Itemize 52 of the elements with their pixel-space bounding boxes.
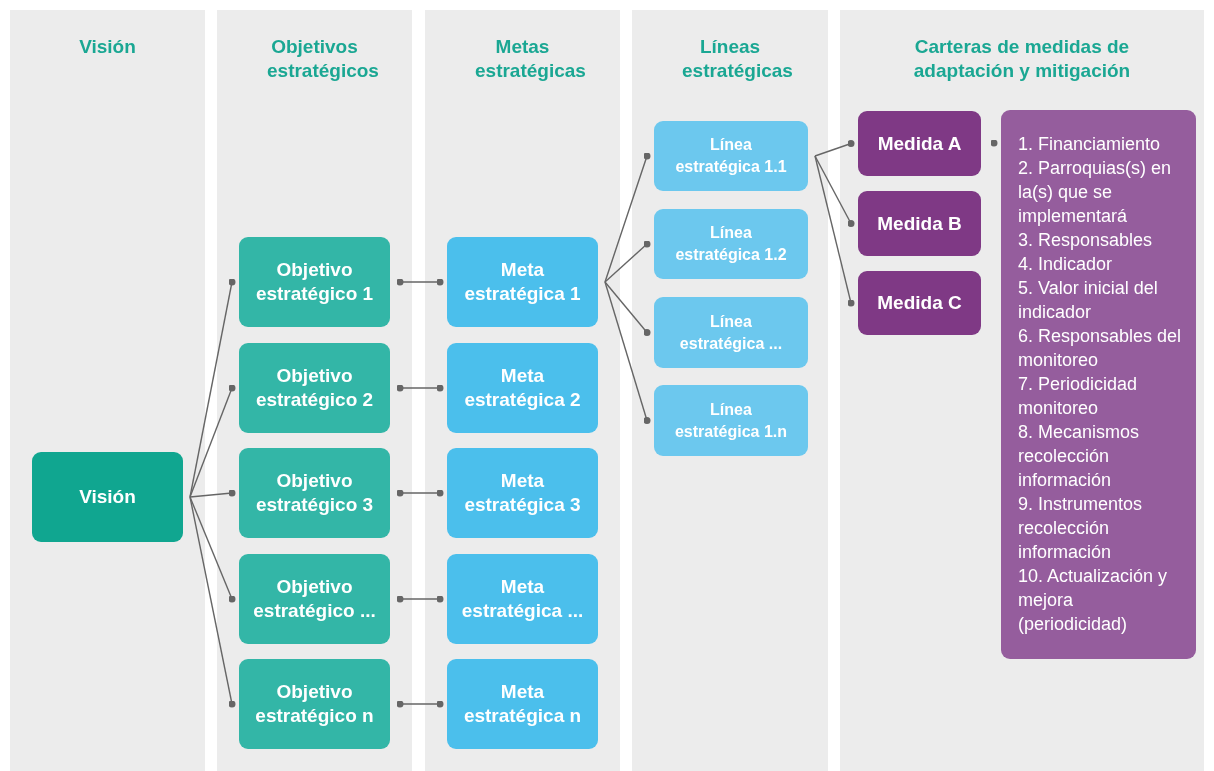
column-heading: Carteras de medidas de adaptación y mitigación bbox=[912, 35, 1132, 83]
column-band bbox=[425, 10, 620, 771]
connector-line bbox=[396, 595, 444, 603]
connector-line bbox=[604, 240, 651, 283]
list-item: 3. Responsables bbox=[1018, 229, 1154, 252]
goal-box: Meta estratégica n bbox=[447, 659, 598, 749]
list-item: 9. Instrumentos recolección información bbox=[1018, 493, 1144, 564]
connector-line bbox=[988, 139, 998, 147]
column-band bbox=[217, 10, 412, 771]
list-item: 7. Periodicidad monitoreo bbox=[1018, 373, 1139, 420]
connector-line bbox=[189, 489, 236, 498]
column-heading: Visión bbox=[78, 35, 137, 59]
connector-line bbox=[604, 281, 651, 336]
objective-box: Objetivo estratégico ... bbox=[239, 554, 390, 644]
connector-line bbox=[814, 155, 855, 307]
connector-line bbox=[396, 700, 444, 708]
measure-box: Medida B bbox=[858, 191, 981, 256]
list-item: 1. Financiamiento bbox=[1018, 133, 1162, 156]
connector-line bbox=[814, 155, 855, 227]
objective-box: Objetivo estratégico n bbox=[239, 659, 390, 749]
vision-box: Visión bbox=[32, 452, 183, 542]
list-item: 6. Responsables del monitoreo bbox=[1018, 325, 1183, 372]
connector-line bbox=[189, 496, 236, 708]
connector-line bbox=[604, 281, 651, 424]
column-band bbox=[632, 10, 828, 771]
connector-line bbox=[814, 140, 855, 157]
measure-box: Medida C bbox=[858, 271, 981, 335]
connector-line bbox=[396, 384, 444, 392]
connector-line bbox=[396, 278, 444, 286]
connector-line bbox=[189, 496, 236, 603]
list-item: 4. Indicador bbox=[1018, 253, 1114, 276]
goal-box: Meta estratégica 1 bbox=[447, 237, 598, 327]
connector-line bbox=[604, 152, 651, 283]
list-item: 2. Parroquias(s) en la(s) que se implementará bbox=[1018, 157, 1173, 228]
column-band bbox=[10, 10, 205, 771]
column-heading: Líneas estratégicas bbox=[681, 35, 794, 83]
column-heading: Objetivos estratégicos bbox=[266, 35, 380, 83]
connector-line bbox=[396, 489, 444, 497]
list-item: 8. Mecanismos recolección información bbox=[1018, 421, 1141, 492]
objective-box: Objetivo estratégico 3 bbox=[239, 448, 390, 538]
goal-box: Meta estratégica ... bbox=[447, 554, 598, 644]
column-heading: Metas estratégicas bbox=[474, 35, 587, 83]
goal-box: Meta estratégica 2 bbox=[447, 343, 598, 433]
list-item: 10. Actualización y mejora (periodicidad) bbox=[1018, 565, 1169, 636]
objective-box: Objetivo estratégico 1 bbox=[239, 237, 390, 327]
goal-box: Meta estratégica 3 bbox=[447, 448, 598, 538]
attribute-list-panel bbox=[1001, 110, 1196, 659]
measure-box: Medida A bbox=[858, 111, 981, 176]
list-item: 5. Valor inicial del indicador bbox=[1018, 277, 1159, 324]
objective-box: Objetivo estratégico 2 bbox=[239, 343, 390, 433]
column-band bbox=[840, 10, 1204, 771]
connector-line bbox=[189, 384, 236, 498]
